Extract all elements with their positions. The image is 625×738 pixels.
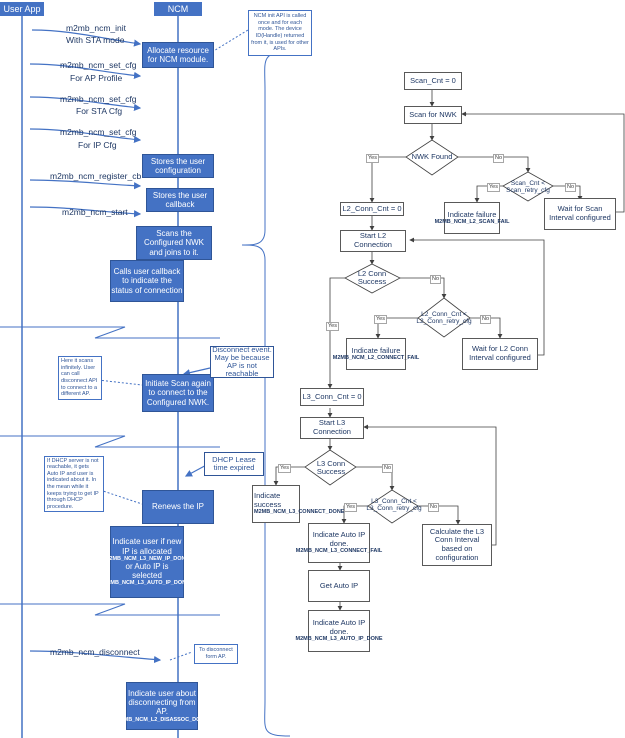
yes-label-l2-retry: Yes: [374, 315, 387, 324]
flow-auto-ip-fail: Indicate Auto IP done. M2MB_NCM_L3_CONNE…: [296, 523, 382, 563]
ncm-box-indicate-disc: Indicate user about disconnecting from A…: [116, 682, 208, 730]
event-dhcp-lease: DHCP Lease time expired: [204, 452, 264, 476]
note-scan: Here it scans infinitely. User can call …: [58, 356, 102, 400]
flow-auto-ip-fail-text: Indicate Auto IP done.: [312, 530, 366, 548]
yes-label-l3-retry: Yes: [344, 503, 357, 512]
event-disconnect: Disconnect event. May be because AP is n…: [210, 345, 274, 378]
flow-auto-ip-fail-code: M2MB_NCM_L3_CONNECT_FAIL: [295, 548, 383, 555]
ncm-box-calls-callback: Calls user callback to indicate the stat…: [110, 260, 184, 302]
no-label-l2: No: [430, 275, 442, 284]
ncm-box-scans: Scans the Configured NWK and joins to it…: [136, 226, 212, 260]
flow-auto-ip-done-text: Indicate Auto IP done.: [312, 618, 366, 636]
flow-l3-retry: L3_Conn_Cnt < L3_Conn_retry_cfg: [366, 497, 422, 512]
no-label-l3-retry: No: [428, 503, 440, 512]
msg-disconnect: m2mb_ncm_disconnect: [50, 647, 140, 657]
ncm-indicate-disc-text: Indicate user about disconnecting from A…: [127, 689, 197, 717]
flow-fail-scan-code: M2MB_NCM_L2_SCAN_FAIL: [434, 219, 510, 226]
flow-scan-nwk: Scan for NWK: [404, 106, 462, 124]
msg-set-cfg-ip-line2: For IP Cfg: [78, 140, 117, 150]
msg-set-cfg-sta-line1: m2mb_ncm_set_cfg: [60, 94, 137, 104]
msg-set-cfg-ap: m2mb_ncm_set_cfg: [60, 60, 137, 70]
no-label-l2-retry: No: [480, 315, 492, 324]
yes-label-scan: Yes: [487, 183, 500, 192]
flow-auto-ip-done-code: M2MB_NCM_L3_AUTO_IP_DONE: [295, 636, 383, 643]
ncm-indicate-ip-or: or Auto IP is selected: [125, 562, 169, 581]
flow-l3-done-code: M2MB_NCM_L3_CONNECT_DONE: [254, 509, 345, 516]
msg-set-cfg-ip-sub: For IP Cfg: [78, 140, 117, 150]
flow-fail-scan: Indicate failure M2MB_NCM_L2_SCAN_FAIL: [435, 202, 509, 234]
msg-init-line1: m2mb_ncm_init: [66, 23, 126, 33]
msg-set-cfg-sta-sub: For STA Cfg: [76, 106, 123, 116]
ncm-indicate-ip-text: Indicate user if new IP is allocated: [112, 537, 182, 556]
msg-init-mode: With STA mode: [66, 35, 125, 45]
msg-start: m2mb_ncm_start: [62, 207, 128, 217]
no-label-scan: No: [565, 183, 577, 192]
msg-set-cfg-ip: m2mb_ncm_set_cfg: [60, 127, 137, 137]
flow-fail-l2-text: Indicate failure: [351, 345, 401, 355]
flow-fail-scan-text: Indicate failure: [447, 209, 497, 219]
flow-get-auto-ip: Get Auto IP: [308, 570, 370, 602]
yes-label-nwk: Yes: [366, 154, 379, 163]
flow-l3-done-text: Indicate success: [254, 491, 282, 509]
msg-set-cfg-ap-sub: For AP Profile: [70, 73, 123, 83]
flow-scan-cnt: Scan_Cnt = 0: [404, 72, 462, 90]
yes-label-l2: Yes: [326, 322, 339, 331]
ncm-indicate-ip-code2: (M2MB_NCM_L3_AUTO_IP_DONE).: [100, 580, 194, 587]
no-label-l3: No: [382, 464, 394, 473]
note-disconnect: To disconnect form AP.: [194, 644, 238, 664]
ncm-indicate-ip-code1: (M2MB_NCM_L3_NEW_IP_DONE): [103, 555, 192, 562]
ncm-box-indicate-ip: Indicate user if new IP is allocated (M2…: [101, 526, 193, 598]
flow-l2-cnt: L2_Conn_Cnt = 0: [340, 202, 404, 216]
flow-l3-success: L3 Conn Success: [316, 458, 346, 476]
ncm-box-stores-config: Stores the user configuration: [142, 154, 214, 178]
ncm-box-allocate: Allocate resource for NCM module.: [142, 42, 214, 68]
ncm-box-initiate-scan: Initiate Scan again to connect to the Co…: [142, 374, 214, 412]
flow-fail-l2: Indicate failure M2MB_NCM_L2_CONNECT_FAI…: [333, 338, 419, 370]
ncm-box-stores-callback: Stores the user callback: [146, 188, 214, 212]
note-init: NCM init API is called once and for each…: [248, 10, 312, 56]
flow-l2-success: L2 Conn Success: [357, 268, 387, 286]
msg-set-cfg-ap-line1: m2mb_ncm_set_cfg: [60, 60, 137, 70]
no-label-nwk: No: [493, 154, 505, 163]
flow-calc-interval: Calculate the L3 Conn Interval based on …: [422, 524, 492, 566]
flow-l3-done: Indicate success M2MB_NCM_L3_CONNECT_DON…: [252, 485, 344, 523]
flow-wait-scan: Wait for Scan Interval configured: [544, 198, 616, 230]
lane-title-user-app: User App: [0, 2, 44, 16]
flow-start-l2: Start L2 Connection: [340, 230, 406, 252]
msg-register-cb: m2mb_ncm_register_cb: [50, 171, 142, 181]
flow-auto-ip-done: Indicate Auto IP done. M2MB_NCM_L3_AUTO_…: [296, 610, 383, 652]
yes-label-l3: Yes: [278, 464, 291, 473]
msg-set-cfg-ap-line2: For AP Profile: [70, 73, 123, 83]
msg-init-line2: With STA mode: [66, 35, 125, 45]
flow-l2-retry: L2_Conn_Cnt < L2_Conn_retry_cfg: [416, 310, 472, 325]
ncm-indicate-disc-code: M2MB_NCM_L2_DISASSOC_DONE: [116, 716, 208, 723]
flow-wait-l2: Wait for L2 Conn Interval configured: [462, 338, 538, 370]
lane-title-ncm: NCM: [154, 2, 202, 16]
msg-set-cfg-sta-line2: For STA Cfg: [76, 106, 123, 116]
flow-start-l3: Start L3 Connection: [300, 417, 364, 439]
flow-fail-l2-code: M2MB_NCM_L2_CONNECT_FAIL: [332, 355, 420, 362]
note-dhcp: If DHCP server is not reachable, it gets…: [44, 456, 104, 512]
ncm-box-renews-ip: Renews the IP: [142, 490, 214, 524]
msg-init: m2mb_ncm_init: [66, 23, 126, 33]
msg-set-cfg-sta: m2mb_ncm_set_cfg: [60, 94, 137, 104]
msg-set-cfg-ip-line1: m2mb_ncm_set_cfg: [60, 127, 137, 137]
flow-l3-cnt: L3_Conn_Cnt = 0: [300, 388, 364, 406]
flow-scan-retry: Scan_Cnt < Scan_retry_cfg: [506, 179, 550, 194]
flow-nwk-found: NWK Found: [411, 151, 453, 161]
